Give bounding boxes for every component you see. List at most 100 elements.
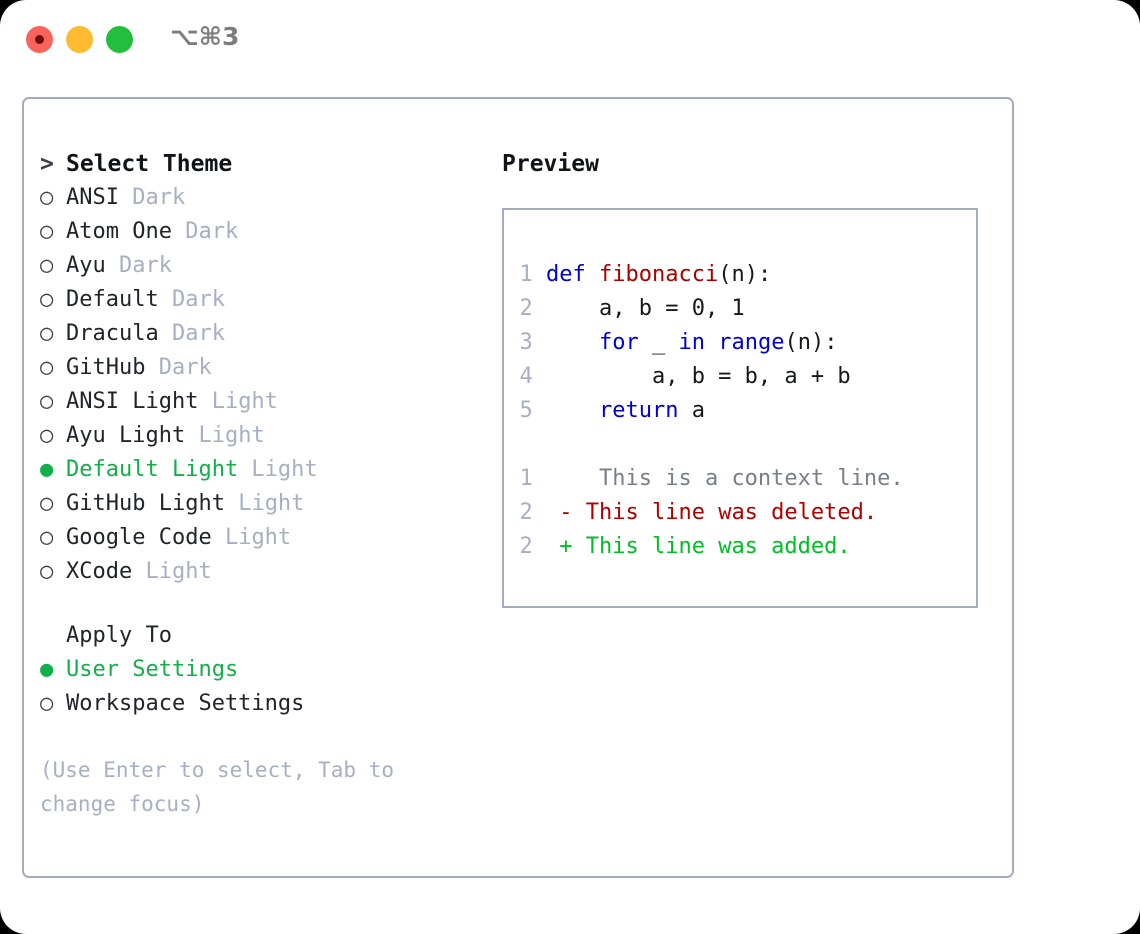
code-token: return xyxy=(598,398,679,423)
diff-line-del: 2 - This line was deleted. xyxy=(518,496,904,530)
theme-option-default[interactable]: ○Default Dark xyxy=(40,283,490,317)
maximize-window-button[interactable] xyxy=(106,26,133,53)
code-token: _ xyxy=(638,330,679,355)
preview-heading: Preview xyxy=(502,151,599,177)
line-number: 1 xyxy=(519,466,546,491)
radio-unselected-icon: ○ xyxy=(40,559,54,584)
radio-unselected-icon: ○ xyxy=(40,253,54,278)
theme-variant-badge: Dark xyxy=(118,185,186,210)
diff-text: This line was deleted. xyxy=(572,500,878,525)
theme-variant-badge: Light xyxy=(132,559,212,584)
apply-to-option-label: User Settings xyxy=(66,657,239,682)
page-title: Select Theme xyxy=(66,151,233,177)
diff-line-ctx: 1 This is a context line. xyxy=(518,462,904,496)
code-token: in range xyxy=(678,330,785,355)
code-diff-separator xyxy=(518,428,904,462)
theme-option-label: GitHub xyxy=(66,355,146,380)
theme-variant-badge: Dark xyxy=(145,355,212,380)
keyboard-shortcut-label: ⌥⌘3 xyxy=(170,22,240,51)
code-line: 5 return a xyxy=(518,394,904,428)
theme-list-column: >Select Theme ○ANSI Dark○Atom One Dark○A… xyxy=(40,147,490,821)
diff-marker: + xyxy=(546,534,573,559)
theme-variant-badge: Dark xyxy=(171,219,239,244)
theme-variant-badge: Dark xyxy=(158,321,225,346)
theme-option-label: XCode xyxy=(66,559,133,584)
radio-unselected-icon: ○ xyxy=(40,525,54,550)
code-token: fibonacci xyxy=(598,262,719,287)
apply-to-option-workspace-settings[interactable]: ○ Workspace Settings xyxy=(40,687,490,721)
apply-to-option-user-settings[interactable]: ● User Settings xyxy=(40,653,490,687)
radio-unselected-icon: ○ xyxy=(40,355,54,380)
code-line: 4 a, b = b, a + b xyxy=(518,360,904,394)
line-number: 2 xyxy=(519,534,546,559)
theme-option-label: Default xyxy=(66,287,159,312)
theme-variant-badge: Light xyxy=(185,423,265,448)
code-token: (n): xyxy=(718,262,772,287)
theme-option-ansi-light[interactable]: ○ ANSI Light Light xyxy=(40,385,490,419)
recording-indicator-icon xyxy=(35,35,44,44)
theme-list-heading: > Select Theme xyxy=(40,147,490,181)
theme-option-label: GitHub Light xyxy=(66,491,225,516)
theme-option-ansi[interactable]: ○ ANSI Dark xyxy=(40,181,490,215)
radio-unselected-icon: ○ xyxy=(40,423,54,448)
line-number: 2 xyxy=(519,500,546,525)
radio-unselected-icon: ○ xyxy=(40,219,54,244)
code-line: 1 def fibonacci(n): xyxy=(518,258,904,292)
window-titlebar: ⌥⌘3 xyxy=(0,0,1140,80)
theme-option-xcode[interactable]: ○ XCode Light xyxy=(40,555,490,589)
theme-variant-badge: Dark xyxy=(158,287,225,312)
radio-unselected-icon: ○ xyxy=(40,491,54,516)
code-token xyxy=(546,398,599,423)
code-line: 2 a, b = 0, 1 xyxy=(518,292,904,326)
preview-column: Preview 1 def fibonacci(n):2 a, b = 0, 1… xyxy=(502,147,992,608)
code-token: a, b = 0, 1 xyxy=(546,296,745,321)
theme-option-default-light[interactable]: ● Default Light Light xyxy=(40,453,490,487)
theme-option-dracula[interactable]: ○ Dracula Dark xyxy=(40,317,490,351)
line-number: 2 xyxy=(519,296,546,321)
radio-selected-icon: ● xyxy=(40,457,54,482)
theme-option-label: Ayu xyxy=(66,253,106,278)
theme-option-github-light[interactable]: ○ GitHub Light Light xyxy=(40,487,490,521)
theme-option-atom-one[interactable]: ○ Atom One Dark xyxy=(40,215,490,249)
line-number: 5 xyxy=(519,398,546,423)
diff-text: This line was added. xyxy=(572,534,851,559)
theme-variant-badge: Light xyxy=(198,389,278,414)
theme-variant-badge: Light xyxy=(224,491,305,516)
code-token xyxy=(546,330,599,355)
apply-to-option-list[interactable]: ● User Settings ○ Workspace Settings xyxy=(40,653,490,721)
theme-option-list[interactable]: ○ANSI Dark○Atom One Dark○Ayu Dark○Defaul… xyxy=(40,181,490,589)
radio-selected-icon: ● xyxy=(40,657,54,682)
theme-option-github[interactable]: ○ GitHub Dark xyxy=(40,351,490,385)
radio-unselected-icon: ○ xyxy=(40,321,54,346)
theme-option-label: Atom One xyxy=(66,219,172,244)
code-token: (n): xyxy=(784,330,838,355)
theme-option-label: Dracula xyxy=(66,321,159,346)
theme-option-ayu[interactable]: ○Ayu Dark xyxy=(40,249,490,283)
theme-option-label: Google Code xyxy=(66,525,212,550)
code-token: a xyxy=(678,398,705,423)
apply-to-heading: Apply To xyxy=(66,623,172,648)
theme-option-google-code[interactable]: ○Google Code Light xyxy=(40,521,490,555)
line-number: 3 xyxy=(519,330,546,355)
apply-to-option-label: Workspace Settings xyxy=(66,691,305,716)
radio-unselected-icon: ○ xyxy=(40,389,54,414)
line-number: 4 xyxy=(519,364,546,389)
minimize-window-button[interactable] xyxy=(66,26,93,53)
theme-option-label: Default Light xyxy=(66,457,239,482)
radio-unselected-icon: ○ xyxy=(40,691,54,716)
theme-option-ayu-light[interactable]: ○Ayu Light Light xyxy=(40,419,490,453)
code-token: a, b = b, a + b xyxy=(546,364,851,389)
prompt-caret-icon: > xyxy=(40,151,54,177)
code-token: for xyxy=(598,330,639,355)
theme-option-label: ANSI Light xyxy=(66,389,199,414)
code-token: def xyxy=(546,262,599,287)
diff-marker xyxy=(546,466,573,491)
theme-option-label: ANSI xyxy=(66,185,119,210)
code-line: 3 for _ in range(n): xyxy=(518,326,904,360)
line-number: 1 xyxy=(519,262,546,287)
radio-unselected-icon: ○ xyxy=(40,185,54,210)
diff-line-add: 2 + This line was added. xyxy=(518,530,904,564)
theme-variant-badge: Light xyxy=(238,457,318,482)
